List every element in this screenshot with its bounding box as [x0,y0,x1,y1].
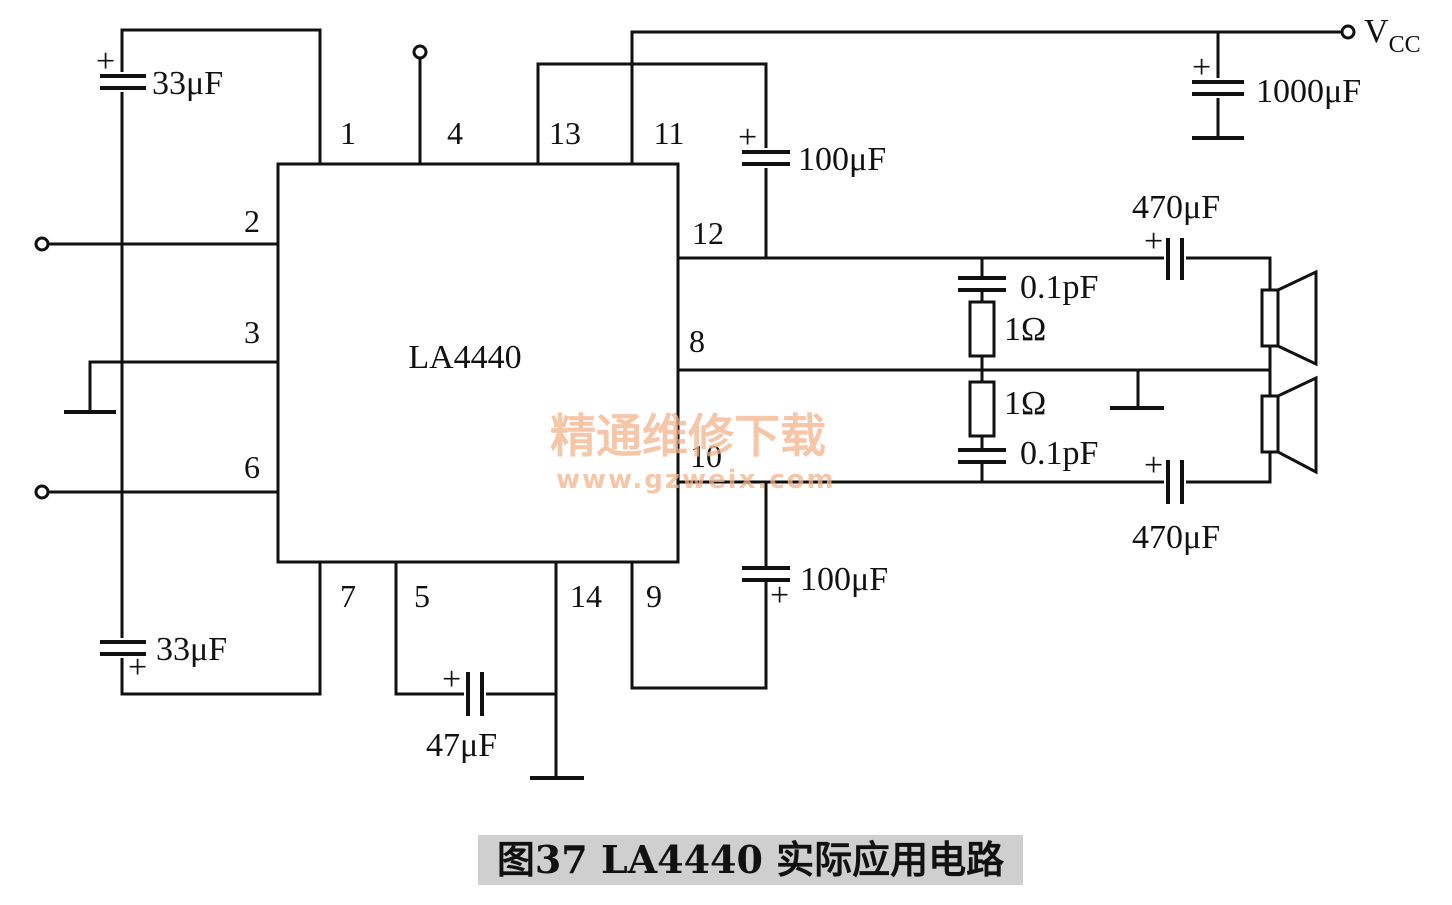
output-wiring [630,238,1318,690]
top-wiring [412,24,1356,258]
pin-12-label: 12 [692,215,724,251]
c-out-bottom-value: 470μF [1132,519,1220,556]
c-out-bottom-polarity: + [1144,447,1163,484]
c-supply-polarity: + [1192,49,1211,86]
vcc-label: VCC [1364,13,1421,58]
c-top-left-polarity: + [96,43,115,80]
c-bottom-left-value: 33μF [156,631,227,668]
pin-6-label: 6 [244,449,260,485]
c-zobel-top-value: 0.1pF [1020,269,1098,306]
c-supply-value: 1000μF [1256,73,1361,110]
pin-2-label: 2 [244,203,260,239]
c-boot-bottom-value: 100μF [800,561,888,598]
c-top-left-value: 33μF [152,65,223,102]
ic-label: LA4440 [408,339,521,376]
pin-10-label: 10 [690,438,722,474]
r-zobel-bottom-value: 1Ω [1004,385,1046,422]
watermark-url: www.gzweix.com [556,465,836,495]
pin-7-label: 7 [340,578,356,614]
c-bottom-left-polarity: + [128,649,147,686]
left-wiring [34,28,322,696]
pin-1-label: 1 [340,115,356,151]
pin-11-label: 11 [654,115,685,151]
watermark-text: 精通维修下载 [550,409,826,463]
pin-13-label: 13 [549,115,581,151]
c-boot-top-polarity: + [738,119,757,156]
c-pin5-value: 47μF [426,727,497,764]
c-pin5-polarity: + [442,661,461,698]
c-out-top-value: 470μF [1132,189,1220,226]
bottom-wiring [394,562,584,780]
pin-14-label: 14 [570,578,602,614]
caption-background [478,835,1023,885]
c-boot-top-value: 100μF [798,141,886,178]
pin-9-label: 9 [646,578,662,614]
figure-caption: 图37 LA4440 实际应用电路 [496,837,1005,882]
c-out-top-polarity: + [1144,223,1163,260]
c-zobel-bottom-value: 0.1pF [1020,435,1098,472]
pin-4-label: 4 [447,115,463,151]
pin-3-label: 3 [244,314,260,350]
ic-body [276,162,680,564]
c-boot-bottom-polarity: + [770,577,789,614]
pin-8-label: 8 [689,323,705,359]
pin-5-label: 5 [414,578,430,614]
r-zobel-top-value: 1Ω [1004,311,1046,348]
